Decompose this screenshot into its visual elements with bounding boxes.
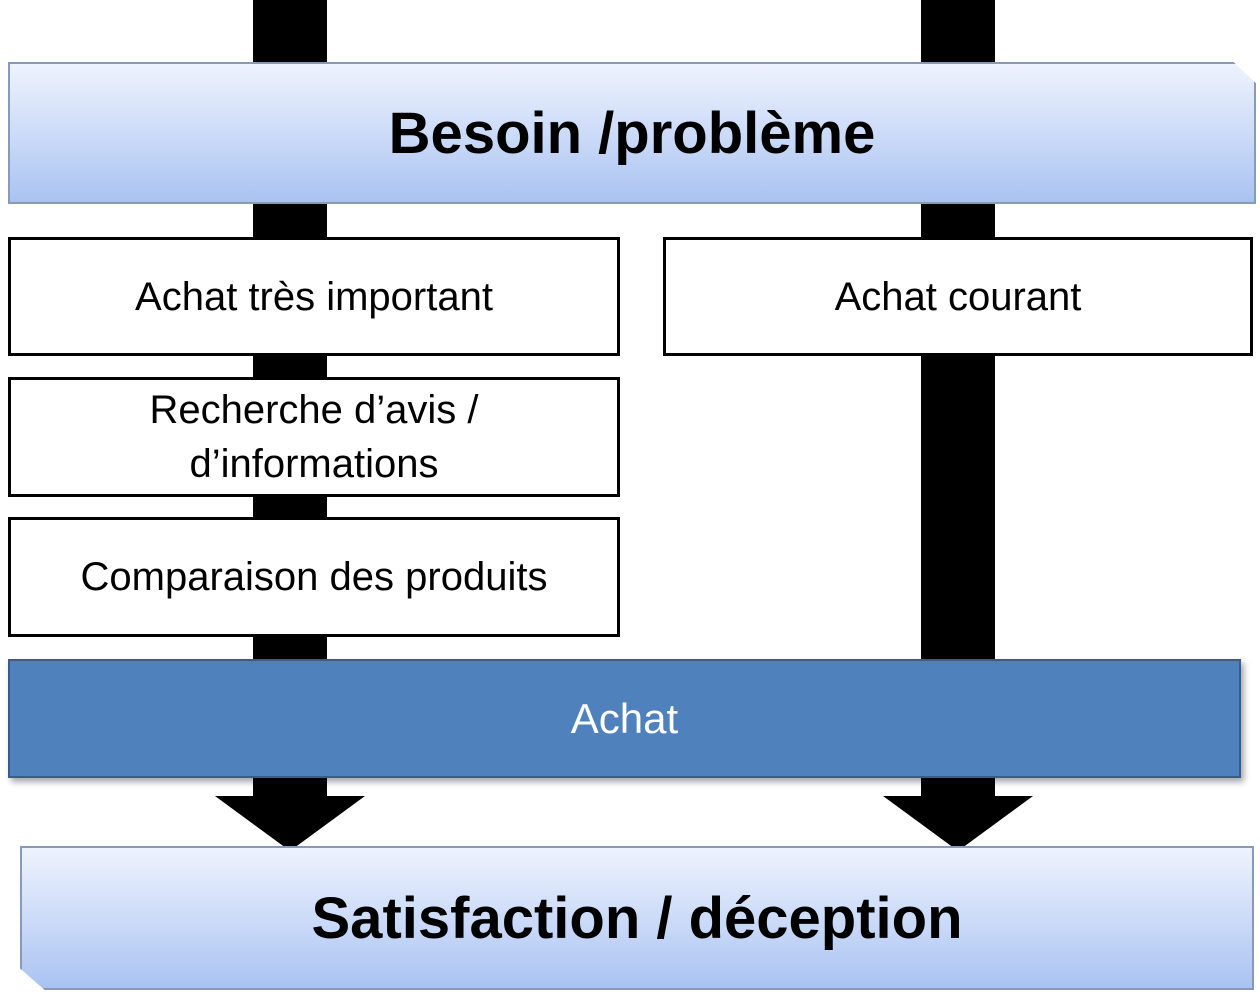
bottom-banner: Satisfaction / déception <box>20 846 1254 990</box>
step-label: Comparaison des produits <box>80 555 548 599</box>
step-label: Achat courant <box>834 274 1082 319</box>
purchase-bar-label: Achat <box>570 694 679 742</box>
top-banner: Besoin /problème <box>8 62 1256 204</box>
top-banner-label: Besoin /problème <box>388 100 876 166</box>
purchase-bar: Achat <box>8 659 1241 778</box>
step-achat-courant: Achat courant <box>663 237 1253 356</box>
step-recherche-avis: Recherche d’avis / d’informations <box>8 377 620 497</box>
step-label: Achat très important <box>135 274 493 319</box>
bottom-banner-label: Satisfaction / déception <box>311 885 963 951</box>
step-label: Recherche d’avis / d’informations <box>149 388 479 486</box>
step-achat-tres-important: Achat très important <box>8 237 620 356</box>
step-comparaison-produits: Comparaison des produits <box>8 517 620 637</box>
right-arrowhead <box>883 796 1033 851</box>
left-arrowhead <box>215 796 365 851</box>
